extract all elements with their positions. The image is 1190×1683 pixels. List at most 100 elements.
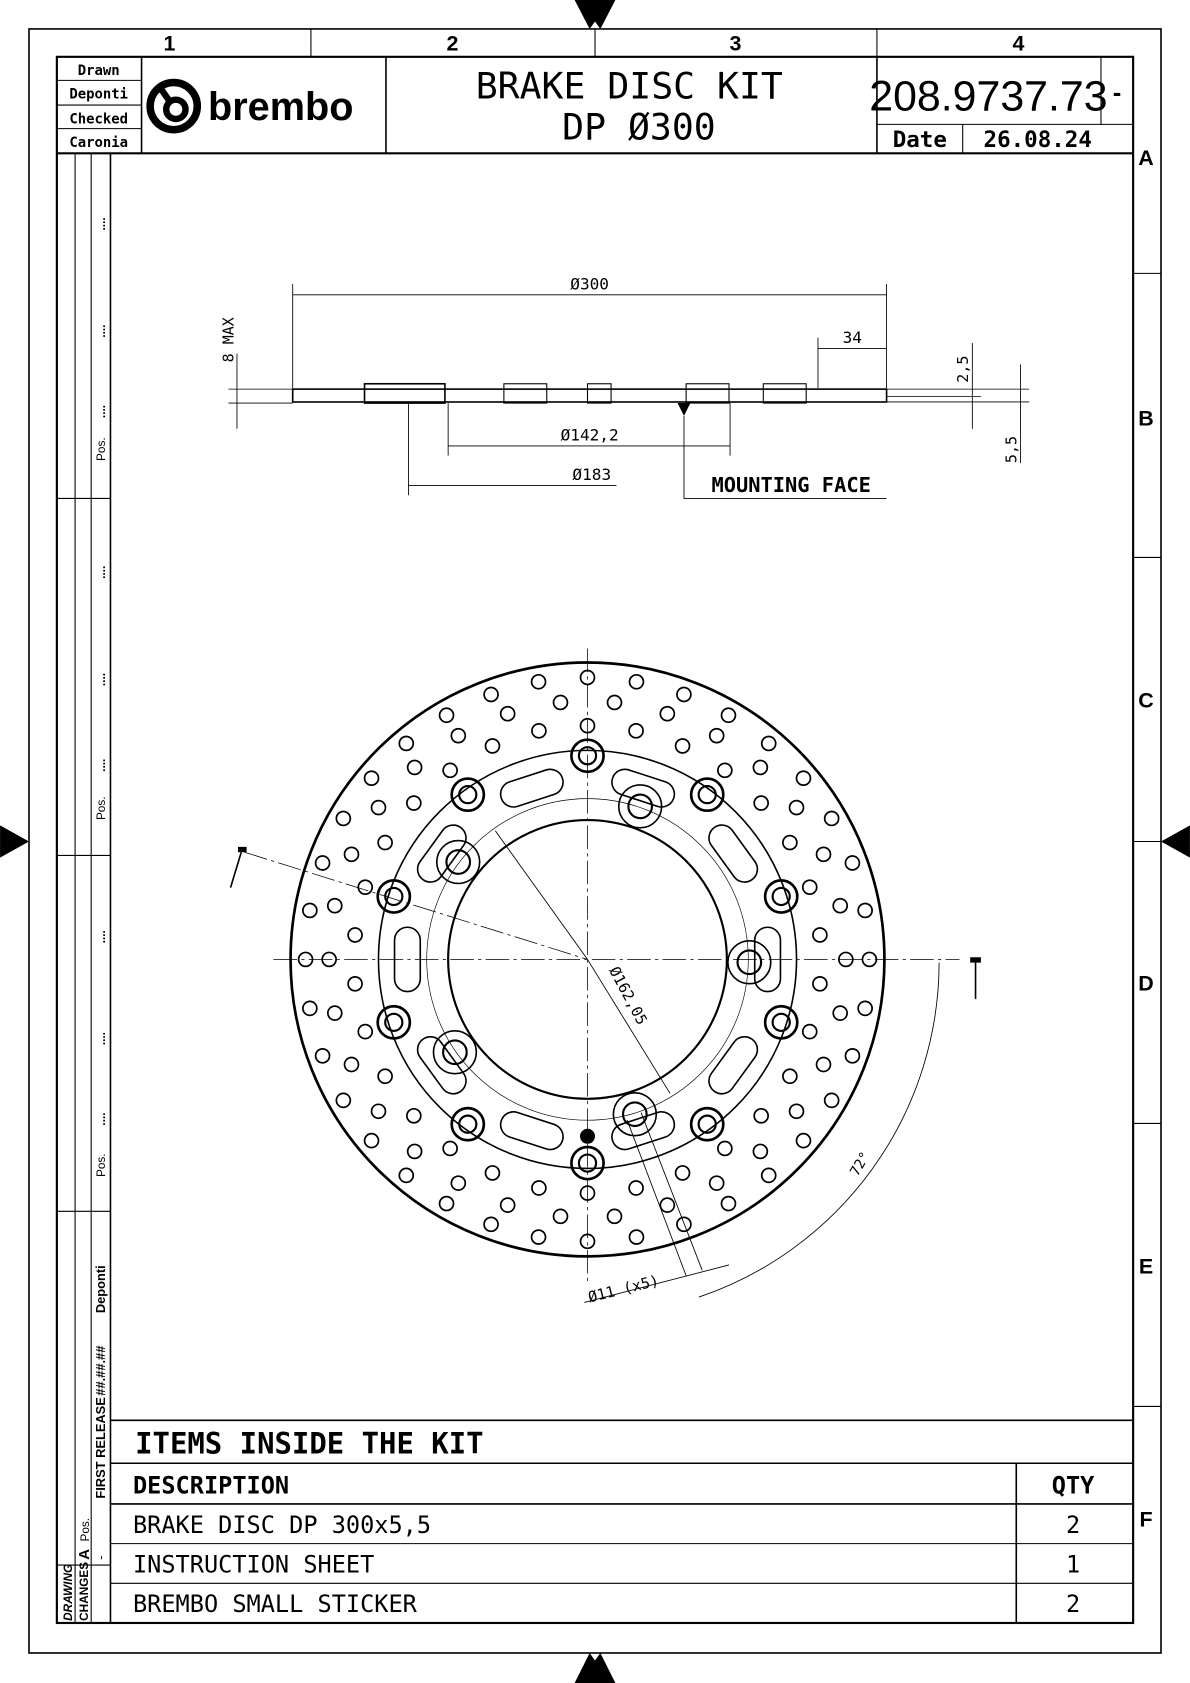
changes-label-1: DRAWING <box>62 1564 75 1621</box>
drill-hole <box>438 1195 455 1212</box>
drill-hole <box>760 735 777 752</box>
strip-dots: .... <box>95 566 108 579</box>
drill-hole <box>406 1107 422 1124</box>
drill-hole <box>815 1056 832 1073</box>
drill-hole <box>579 717 596 734</box>
drawn-by: Deponti <box>69 87 128 103</box>
strip-dots: .... <box>95 673 108 686</box>
row-markers: A B C D E F <box>1133 146 1162 1531</box>
strip-release-date: ##.##.## <box>93 1346 108 1396</box>
drill-hole <box>628 1229 645 1245</box>
bobbin-rivet <box>771 886 791 907</box>
drill-hole <box>530 673 547 690</box>
bobbin-rivet <box>384 886 404 907</box>
drill-hole <box>343 1056 360 1073</box>
strip-pos-label: Pos. <box>95 1153 108 1177</box>
bobbin-rivet <box>697 784 717 805</box>
drill-hole <box>377 834 393 851</box>
mounting-hole <box>442 1039 468 1066</box>
bobbin-rivet <box>458 1114 478 1134</box>
drill-hole <box>335 810 352 827</box>
drill-hole <box>297 951 314 968</box>
drill-hole <box>406 795 422 811</box>
drill-hole <box>450 1175 467 1191</box>
outer-frame <box>28 28 1162 1654</box>
carrier-slot <box>708 824 759 883</box>
bobbin <box>376 1004 412 1040</box>
part-number: 208.9737.73 <box>869 72 1107 120</box>
bobbin <box>689 777 725 813</box>
dim-max-thickness: 8 MAX <box>220 317 238 362</box>
drill-hole <box>753 1107 769 1124</box>
strip-dots: .... <box>95 217 108 230</box>
dim-bolt-holes: Ø11 (x5) <box>586 1271 660 1306</box>
section-marker-right <box>970 957 981 1000</box>
drill-hole <box>357 1023 374 1040</box>
drill-hole <box>857 902 873 919</box>
drill-hole <box>782 834 798 851</box>
drill-hole <box>782 1068 798 1085</box>
mounting-boss <box>432 1030 478 1075</box>
bobbin <box>763 879 799 914</box>
dim-inner-diameter: Ø142,2 <box>561 426 619 445</box>
drill-hole <box>438 707 455 724</box>
column-markers: 1 2 3 4 <box>163 28 1024 57</box>
drill-hole <box>801 879 818 896</box>
bobbin <box>689 1106 725 1142</box>
drill-hole <box>363 1132 380 1149</box>
drill-hole <box>720 707 737 724</box>
drill-hole <box>314 1048 331 1064</box>
drill-hole <box>674 1165 691 1181</box>
drill-hole <box>752 759 769 776</box>
drill-hole <box>552 1208 569 1225</box>
column-label: 4 <box>1012 31 1024 55</box>
drill-hole <box>720 1195 737 1212</box>
mounting-boss <box>727 939 772 985</box>
revision: - <box>1113 79 1122 107</box>
dim-thickness: 5,5 <box>1002 436 1020 463</box>
drill-hole <box>659 1197 676 1213</box>
carrier-outline <box>377 749 798 1170</box>
drill-hole <box>370 1103 387 1120</box>
row-label: C <box>1138 689 1153 713</box>
drill-hole <box>398 735 415 752</box>
dim-offset: 2,5 <box>954 356 972 383</box>
bobbin <box>570 738 605 774</box>
drill-hole <box>406 1143 423 1160</box>
disc-front-view: Ø162,05 72° Ø11 (x5) <box>229 648 981 1306</box>
drill-hole <box>606 1208 623 1225</box>
item-qty: 1 <box>1066 1551 1080 1579</box>
bobbin-rivet <box>577 746 598 766</box>
title-block: Drawn Deponti Checked Caronia brembo BRA… <box>56 56 1134 155</box>
drill-hole <box>552 694 569 711</box>
carrier-slot <box>611 1111 676 1151</box>
drill-hole <box>335 1092 352 1109</box>
drill-hole <box>676 686 692 703</box>
drill-hole <box>832 897 849 914</box>
drill-hole <box>442 762 458 779</box>
mounting-hole <box>621 1101 648 1128</box>
disc-outer-edge <box>289 661 886 1258</box>
table-row: INSTRUCTION SHEET 1 <box>133 1551 1080 1579</box>
header-description: DESCRIPTION <box>133 1471 289 1499</box>
strip-revision-letter: A <box>76 1549 93 1560</box>
drill-hole <box>531 723 547 739</box>
drill-hole <box>347 976 363 992</box>
bobbin-rivet <box>577 1153 598 1173</box>
strip-dots: .... <box>95 405 108 418</box>
drill-hole <box>484 1165 501 1181</box>
drill-hole <box>801 1023 818 1040</box>
column-label: 2 <box>446 31 458 55</box>
drill-hole <box>377 1068 393 1085</box>
mounting-boss <box>617 784 663 829</box>
drill-hole <box>674 738 691 754</box>
checked-by: Caronia <box>69 135 128 151</box>
drawing-title: BRAKE DISC KIT <box>476 65 783 108</box>
bobbin-rivet <box>771 1012 791 1033</box>
drill-hole <box>321 951 337 968</box>
drill-hole <box>347 927 363 943</box>
item-description: BRAKE DISC DP 300x5,5 <box>133 1511 431 1539</box>
drill-hole <box>370 799 387 816</box>
drill-hole <box>579 1185 596 1201</box>
